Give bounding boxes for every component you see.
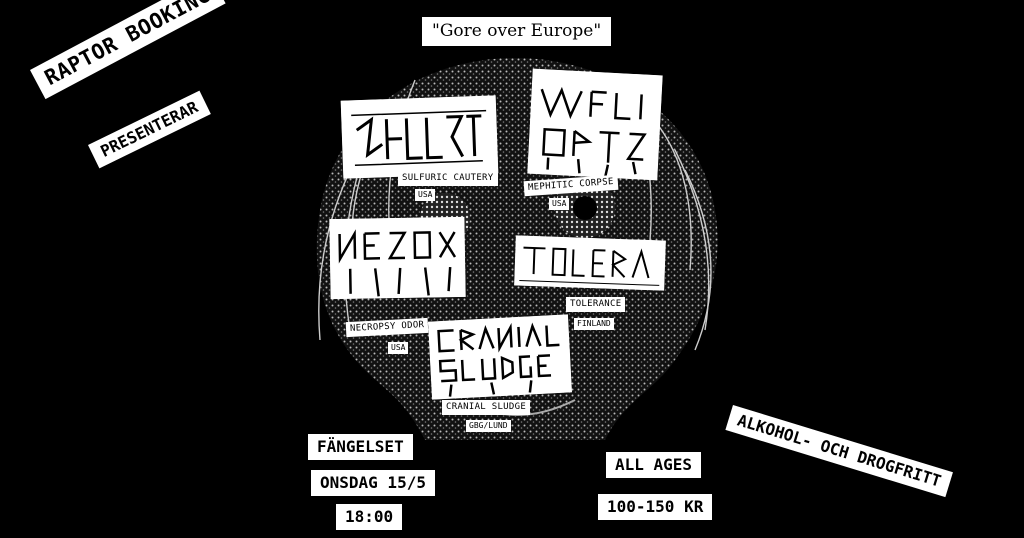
- presents-label: PRESENTERAR: [88, 90, 211, 169]
- band-name-sulfuric-cautery: SULFURIC CAUTERY: [398, 171, 498, 186]
- policy-label: ALKOHOL- OCH DROGFRITT: [725, 405, 953, 498]
- band-logo-sulfuric-cautery: [340, 95, 499, 179]
- band-origin-mephitic-corpse: USA: [549, 198, 570, 210]
- band-name-cranial-sludge: CRANIAL SLUDGE: [442, 400, 531, 415]
- band-origin-necropsy-odor: USA: [388, 342, 409, 354]
- band-name-tolerance: TOLERANCE: [566, 297, 626, 312]
- tour-title: "Gore over Europe": [422, 17, 612, 46]
- band-origin-cranial-sludge: GBG/LUND: [466, 420, 511, 432]
- band-logo-mephitic-corpse: [527, 68, 663, 181]
- date-label: ONSDAG 15/5: [311, 470, 435, 496]
- band-logo-tolerance: [514, 235, 666, 291]
- band-origin-tolerance: FINLAND: [574, 318, 614, 330]
- band-origin-sulfuric-cautery: USA: [415, 189, 436, 201]
- band-logo-necropsy-odor: [329, 216, 466, 300]
- presenter-label: RAPTOR BOOKING: [30, 0, 226, 100]
- time-label: 18:00: [336, 504, 403, 530]
- venue-label: FÄNGELSET: [308, 434, 413, 460]
- age-label: ALL AGES: [606, 452, 702, 478]
- band-logo-cranial-sludge: [428, 314, 572, 400]
- price-label: 100-150 KR: [598, 494, 713, 520]
